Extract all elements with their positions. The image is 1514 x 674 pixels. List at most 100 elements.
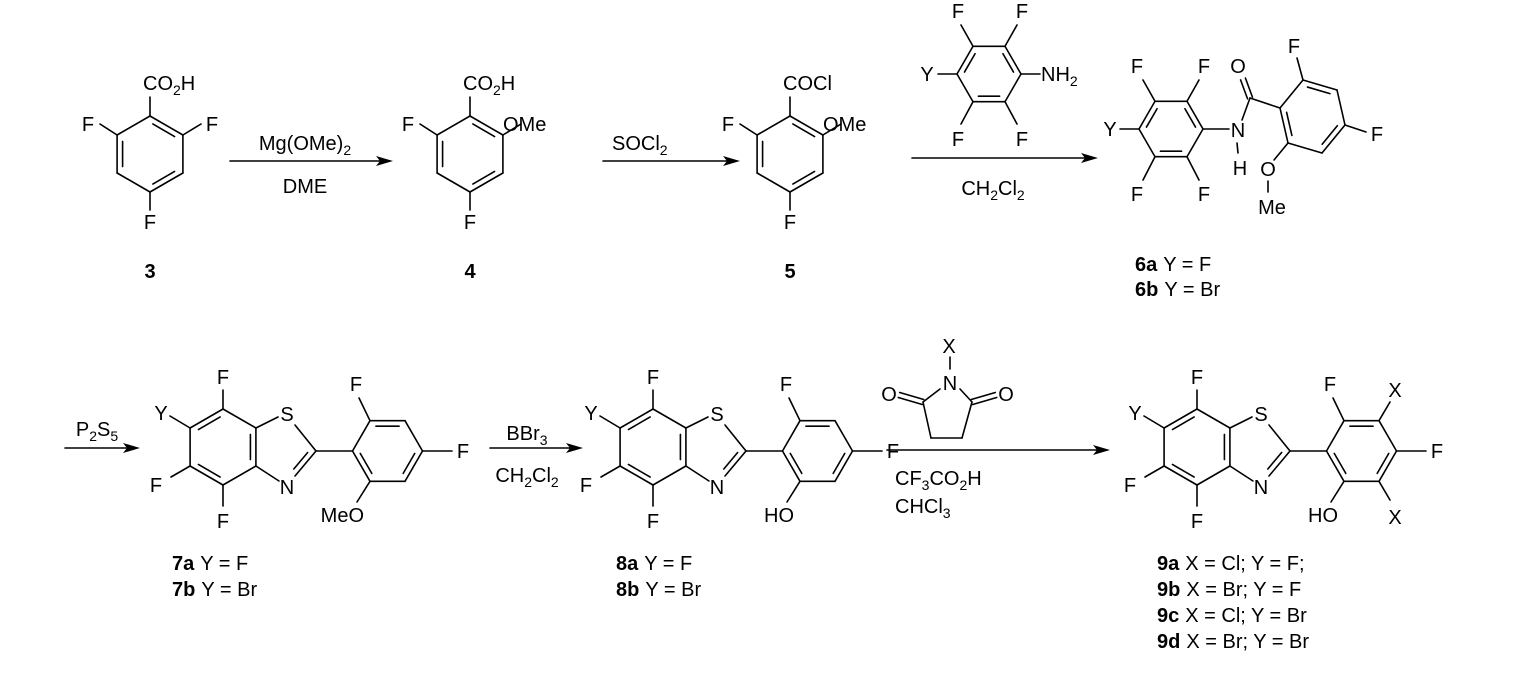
- double-bond-line: [1333, 452, 1347, 475]
- bond: [1279, 79, 1304, 109]
- double-bond-line: [792, 123, 816, 138]
- bond: [116, 115, 151, 136]
- atom-label: F: [1191, 367, 1203, 389]
- double-bond-line: [789, 452, 803, 475]
- bond: [1268, 424, 1291, 452]
- atom-label: N: [1254, 477, 1268, 499]
- bond: [1325, 450, 1345, 483]
- bond: [959, 388, 973, 403]
- bond: [1142, 79, 1156, 103]
- bond: [1249, 97, 1281, 109]
- compound-3: CO2​H F F F 3: [82, 73, 218, 283]
- atom-label: F: [647, 367, 659, 389]
- atom-label: F: [464, 212, 476, 234]
- compound-number: 9c: [1157, 605, 1179, 627]
- double-bond-line: [963, 52, 976, 73]
- atom-label: O: [1260, 159, 1276, 181]
- atom-label: F: [1124, 475, 1136, 497]
- bond: [1268, 450, 1291, 477]
- bond: [351, 419, 371, 452]
- atom-label: F: [784, 212, 796, 234]
- atom-label: S: [280, 404, 293, 426]
- double-bond-line: [1002, 52, 1015, 73]
- compound-number: 7a: [172, 553, 195, 575]
- bond: [404, 450, 424, 483]
- atom-label: F: [457, 441, 469, 463]
- atom-label: X: [1388, 380, 1401, 402]
- bond: [1004, 24, 1018, 48]
- arrowhead: [566, 443, 583, 453]
- atom-label: F: [1016, 129, 1028, 151]
- bond: [255, 416, 279, 429]
- bond: [1325, 419, 1345, 452]
- bond: [789, 172, 824, 193]
- bond: [619, 408, 654, 429]
- bond: [502, 123, 522, 136]
- bond: [1279, 107, 1289, 144]
- bond: [1287, 142, 1323, 154]
- bond: [1138, 100, 1156, 130]
- bond: [898, 391, 925, 401]
- atom-label: F: [1431, 441, 1443, 463]
- bond: [971, 396, 998, 406]
- bond: [404, 419, 424, 452]
- bond: [600, 465, 621, 478]
- atom-label: Y: [920, 64, 933, 86]
- double-bond-line: [832, 452, 846, 475]
- double-bond-line: [1376, 452, 1390, 475]
- bond: [685, 416, 709, 429]
- compound-number: 8a: [616, 553, 639, 575]
- bond: [1004, 73, 1022, 103]
- compound-number: 6a: [1135, 254, 1158, 276]
- bond: [822, 123, 842, 136]
- atom-label: Y: [154, 403, 167, 425]
- atom-label: CO2​H: [143, 73, 195, 98]
- atom-label: F: [580, 475, 592, 497]
- bond: [419, 123, 438, 136]
- bond: [1378, 480, 1391, 501]
- bond: [788, 397, 801, 422]
- bond: [1302, 79, 1338, 91]
- atom-label: F: [1131, 184, 1143, 206]
- atom-label: F: [887, 441, 899, 463]
- atom-label: F: [722, 114, 734, 136]
- atom-label: Y: [584, 403, 597, 425]
- bond: [1296, 57, 1304, 81]
- bond: [781, 419, 801, 452]
- atom-label: O: [881, 384, 897, 406]
- bond: [294, 450, 317, 477]
- double-bond-line: [1306, 86, 1331, 95]
- atom-label: N: [943, 373, 957, 395]
- compound-4: CO2​H F OMe F 4: [402, 73, 546, 283]
- bond: [1244, 77, 1254, 98]
- atom-label: MeO: [321, 505, 364, 527]
- atom-label: F: [82, 114, 94, 136]
- atom-label: N: [1231, 120, 1245, 142]
- bond: [1273, 142, 1289, 161]
- bond: [189, 465, 224, 486]
- bond: [1229, 416, 1253, 429]
- variant-definition: Y = F: [200, 553, 248, 575]
- double-bond-line: [1285, 111, 1293, 137]
- bond: [1332, 397, 1345, 422]
- bond: [294, 424, 317, 452]
- bond: [222, 408, 257, 429]
- bond: [1378, 419, 1398, 452]
- bond: [724, 424, 747, 452]
- atom-label: O: [998, 384, 1014, 406]
- double-bond-line: [292, 451, 309, 470]
- bond: [960, 24, 974, 48]
- bond: [1321, 124, 1346, 154]
- bond: [724, 450, 747, 477]
- reagent-label: BBr3​: [506, 423, 547, 448]
- bond: [1196, 465, 1231, 486]
- bond: [756, 115, 791, 136]
- double-bond-line: [197, 416, 221, 431]
- bond: [436, 115, 471, 136]
